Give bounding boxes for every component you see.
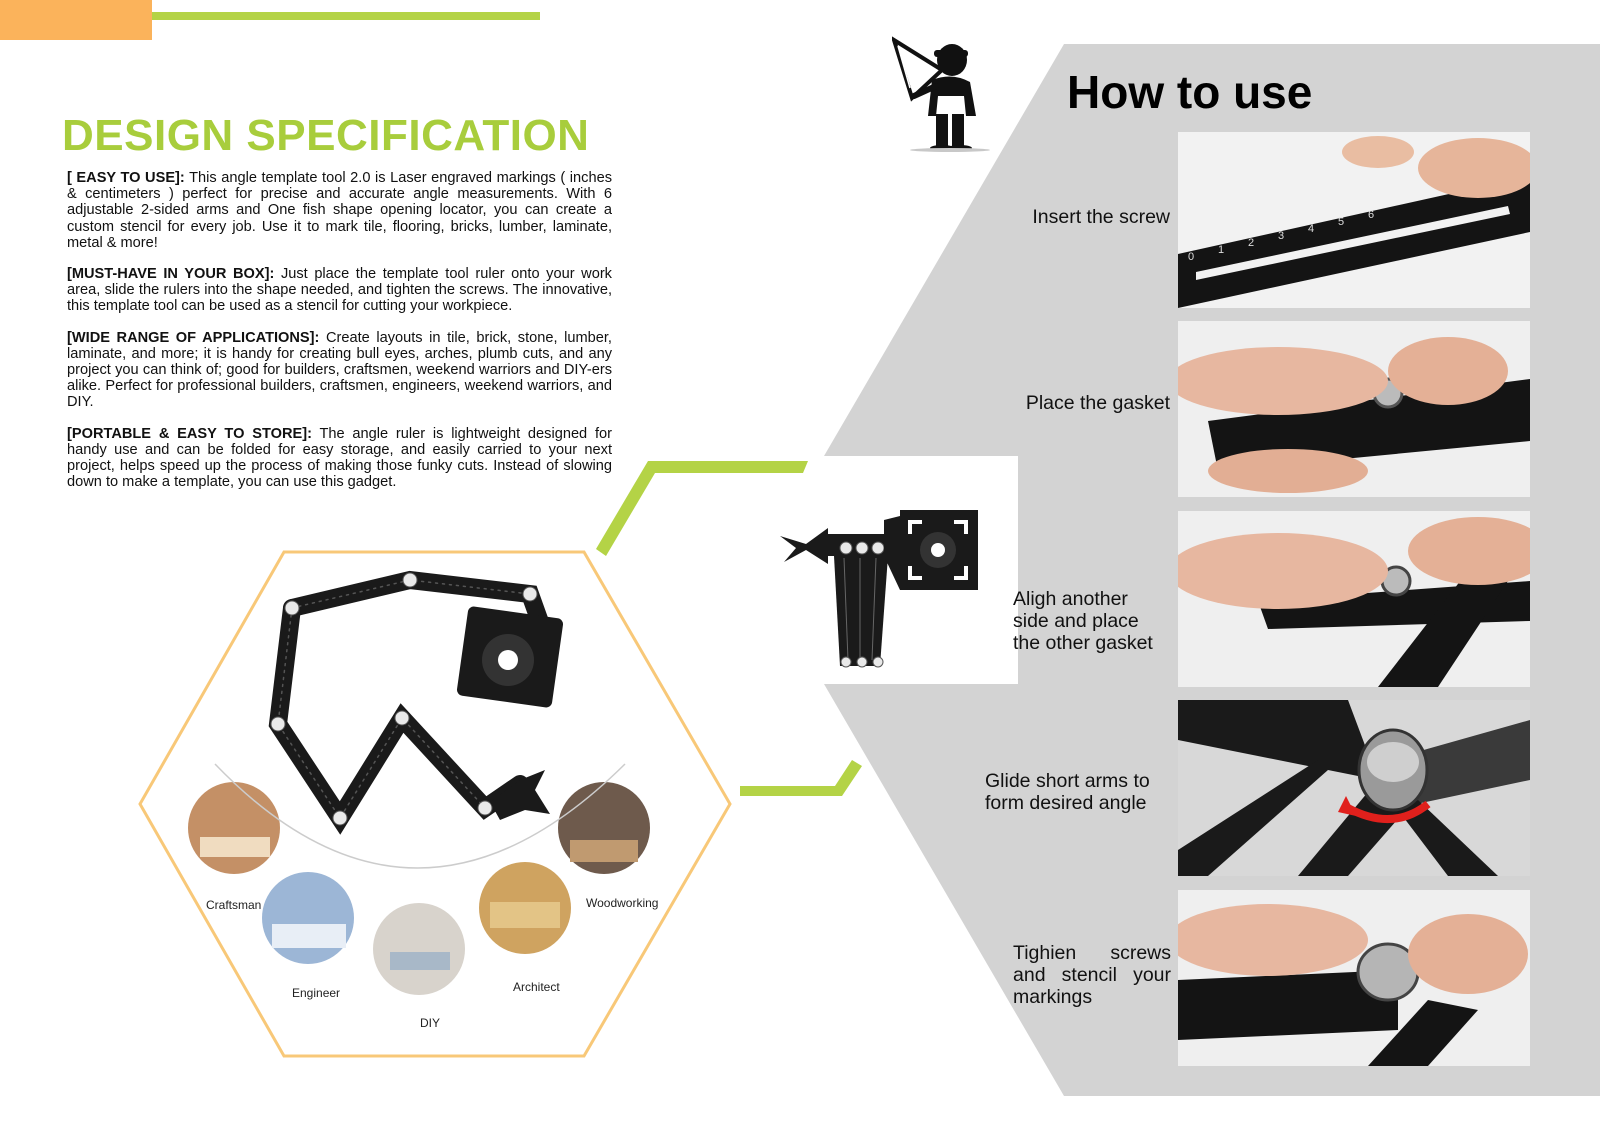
caption-woodworking: Woodworking [586, 896, 659, 910]
construction-worker-silhouette-icon [892, 36, 990, 152]
step-5-label: Tighien screws and stencil your markings [1013, 942, 1171, 1008]
step-3-photo [1178, 511, 1530, 687]
ruler-mark: 3 [1278, 230, 1284, 242]
step-2-label: Place the gasket [1025, 392, 1170, 414]
ruler-mark: 0 [1188, 251, 1194, 263]
square-locator [456, 606, 564, 708]
folded-tool-icon [780, 510, 978, 668]
step-1-photo: 0 1 2 3 4 5 6 [1178, 132, 1530, 308]
step-2-photo [1178, 321, 1530, 497]
step-4-label: Glide short arms to form desired angle [985, 770, 1150, 814]
ruler-mark: 5 [1338, 216, 1344, 228]
step-1-label: Insert the screw [1032, 206, 1170, 228]
caption-diy: DIY [420, 1016, 441, 1030]
spec-must-have: [MUST-HAVE IN YOUR BOX]: Just place the … [67, 266, 612, 315]
green-header-line [152, 12, 540, 20]
spec-heading: [WIDE RANGE OF APPLICATIONS]: [67, 329, 320, 346]
green-accent-top [596, 461, 808, 556]
step-3-label: Aligh another side and place the other g… [1013, 588, 1153, 654]
spec-body: Just place the template tool ruler onto … [67, 266, 612, 315]
spec-body: Create layouts in tile, brick, stone, lu… [67, 329, 612, 411]
orange-header-tab [0, 0, 152, 40]
spec-heading: [PORTABLE & EASY TO STORE]: [67, 425, 312, 442]
green-accent-bottom [740, 760, 862, 796]
pivot-screws [270, 572, 538, 826]
hexagon-illustration [188, 570, 650, 995]
spec-easy-to-use: [ EASY TO USE]: This angle template tool… [67, 170, 612, 251]
caption-craftsman: Craftsman [206, 898, 262, 912]
spec-heading: [ EASY TO USE]: [67, 170, 185, 186]
spec-body: The angle ruler is lightweight designed … [67, 425, 612, 491]
spec-applications: [WIDE RANGE OF APPLICATIONS]: Create lay… [67, 330, 612, 411]
how-to-use-title: How to use [1067, 66, 1313, 118]
ruler-mark: 6 [1368, 209, 1374, 221]
step-4-photo [1178, 700, 1530, 876]
hexagon-outline [138, 550, 732, 1058]
caption-architect: Architect [513, 980, 560, 994]
spec-portable: [PORTABLE & EASY TO STORE]: The angle ru… [67, 426, 612, 491]
ruler-mark: 1 [1218, 244, 1224, 256]
application-circles [188, 763, 650, 995]
step-5-photo [1178, 890, 1530, 1066]
ruler-mark: 4 [1308, 223, 1314, 235]
design-spec-text: [ EASY TO USE]: This angle template tool… [67, 170, 612, 505]
caption-engineer: Engineer [292, 986, 341, 1000]
fish-locator [490, 770, 550, 820]
spec-heading: [MUST-HAVE IN YOUR BOX]: [67, 266, 275, 283]
design-spec-title: DESIGN SPECIFICATION [62, 111, 590, 160]
spec-body: This angle template tool 2.0 is Laser en… [67, 170, 612, 251]
ruler-mark: 2 [1248, 237, 1254, 249]
